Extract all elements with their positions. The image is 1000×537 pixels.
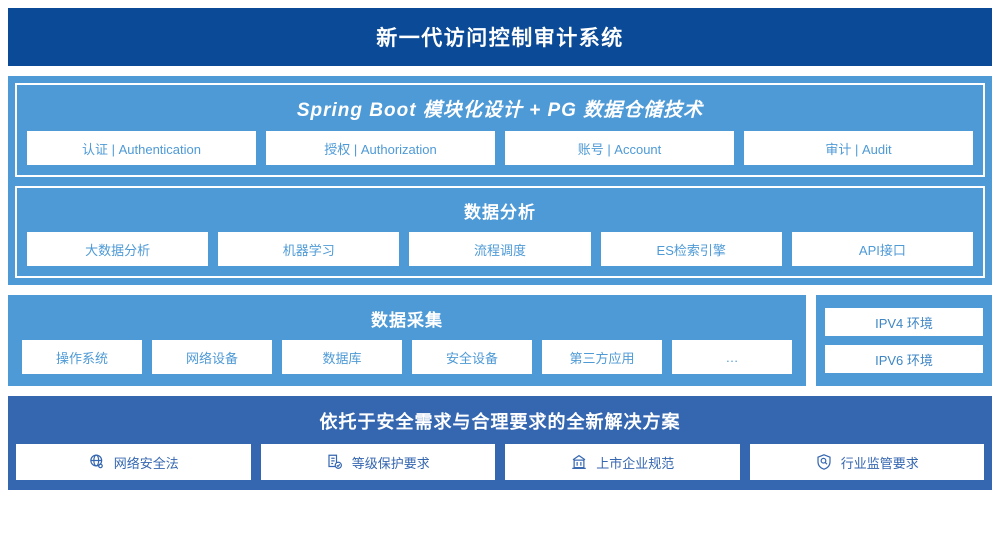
environment-item-ipv6[interactable]: IPV6 环境: [825, 345, 983, 373]
platform-title: Spring Boot 模块化设计 + PG 数据仓储技术: [296, 100, 704, 121]
analysis-block: 数据分析 大数据分析 机器学习 流程调度 ES检索引擎 API接口: [15, 186, 985, 278]
collection-card-label: 操作系统: [55, 350, 108, 366]
compliance-panel: 依托于安全需求与合理要求的全新解决方案 网络安全法: [8, 396, 992, 490]
analysis-card-label: 机器学习: [282, 242, 335, 258]
compliance-card-label: 网络安全法: [113, 455, 179, 471]
compliance-card-industry-regulation[interactable]: 行业监管要求: [749, 444, 984, 480]
environment-label: IPV6 环境: [875, 352, 933, 368]
platform-card[interactable]: 授权 | Authorization: [266, 131, 495, 165]
environment-item-ipv4[interactable]: IPV4 环境: [825, 308, 983, 336]
compliance-title: 依托于安全需求与合理要求的全新解决方案: [319, 412, 681, 432]
compliance-card-grade-protection[interactable]: 等级保护要求: [260, 444, 495, 480]
collection-title: 数据采集: [371, 311, 443, 330]
header-bar: 新一代访问控制审计系统: [8, 8, 992, 66]
analysis-card[interactable]: 大数据分析: [27, 232, 209, 266]
collection-row: 数据采集 操作系统 网络设备 数据库 安全设备 第三方应用: [8, 295, 992, 386]
collection-card-label: 数据库: [322, 350, 362, 366]
bank-building-icon: [570, 453, 588, 471]
analysis-card-label: 流程调度: [474, 242, 527, 258]
compliance-card-row: 网络安全法 等级保护要求: [16, 444, 984, 480]
platform-card-label: 账号 | Account: [577, 141, 662, 157]
analysis-card-label: API接口: [858, 242, 906, 258]
platform-card-label: 审计 | Audit: [825, 141, 892, 157]
collection-card[interactable]: 数据库: [282, 340, 402, 374]
analysis-card[interactable]: API接口: [791, 232, 974, 266]
analysis-card[interactable]: ES检索引擎: [600, 232, 782, 266]
analysis-card[interactable]: 机器学习: [218, 232, 400, 266]
platform-card-row: 认证 | Authentication 授权 | Authorization 账…: [27, 131, 973, 165]
compliance-card-network-security-law[interactable]: 网络安全法: [16, 444, 251, 480]
platform-block: Spring Boot 模块化设计 + PG 数据仓储技术 认证 | Authe…: [15, 83, 985, 177]
collection-card-label: …: [725, 349, 739, 365]
compliance-card-listed-enterprise[interactable]: 上市企业规范: [505, 444, 740, 480]
collection-card-more[interactable]: …: [672, 340, 792, 374]
shield-search-icon: [815, 453, 833, 471]
compliance-card-label: 等级保护要求: [351, 455, 430, 471]
document-check-icon: [326, 453, 344, 471]
collection-card-row: 操作系统 网络设备 数据库 安全设备 第三方应用 …: [22, 340, 792, 374]
environment-label: IPV4 环境: [875, 315, 933, 331]
collection-card[interactable]: 安全设备: [412, 340, 532, 374]
collection-card[interactable]: 操作系统: [22, 340, 142, 374]
collection-inner: 数据采集 操作系统 网络设备 数据库 安全设备 第三方应用: [14, 301, 800, 380]
platform-card[interactable]: 认证 | Authentication: [27, 131, 256, 165]
compliance-card-label: 上市企业规范: [596, 455, 675, 471]
collection-card-label: 网络设备: [185, 350, 238, 366]
collection-card-label: 第三方应用: [569, 350, 635, 366]
globe-network-icon: [88, 453, 106, 471]
collection-card[interactable]: 第三方应用: [542, 340, 662, 374]
analysis-card-label: 大数据分析: [85, 242, 151, 258]
platform-card-label: 认证 | Authentication: [82, 141, 201, 157]
analysis-card-label: ES检索引擎: [656, 242, 726, 258]
environment-panel: IPV4 环境 IPV6 环境: [816, 295, 992, 386]
platform-card-label: 授权 | Authorization: [324, 141, 437, 157]
page-title: 新一代访问控制审计系统: [376, 27, 624, 50]
collection-panel: 数据采集 操作系统 网络设备 数据库 安全设备 第三方应用: [8, 295, 806, 386]
analysis-title: 数据分析: [464, 203, 536, 222]
platform-card[interactable]: 审计 | Audit: [744, 131, 973, 165]
analysis-card[interactable]: 流程调度: [409, 232, 591, 266]
platform-card[interactable]: 账号 | Account: [505, 131, 734, 165]
analysis-card-row: 大数据分析 机器学习 流程调度 ES检索引擎 API接口: [27, 232, 974, 266]
architecture-diagram-page: 新一代访问控制审计系统 Spring Boot 模块化设计 + PG 数据仓储技…: [0, 8, 1000, 537]
collection-card-label: 安全设备: [445, 350, 498, 366]
collection-card[interactable]: 网络设备: [152, 340, 272, 374]
compliance-card-label: 行业监管要求: [840, 455, 919, 471]
architecture-stack: Spring Boot 模块化设计 + PG 数据仓储技术 认证 | Authe…: [8, 76, 992, 285]
